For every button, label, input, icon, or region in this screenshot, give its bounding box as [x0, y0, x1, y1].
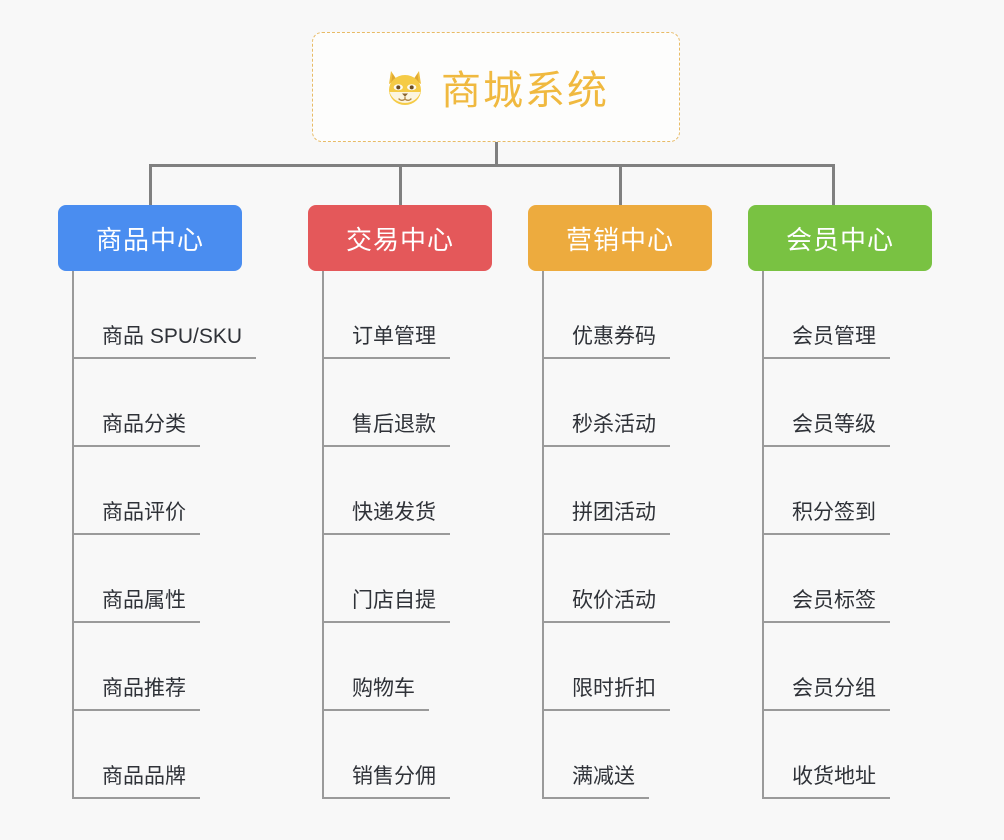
- list-item[interactable]: 满减送: [544, 711, 712, 799]
- leaf-label: 限时折扣: [544, 672, 670, 711]
- list-item[interactable]: 会员管理: [764, 271, 932, 359]
- category-header-product-center[interactable]: 商品中心: [58, 205, 242, 271]
- list-item[interactable]: 会员标签: [764, 535, 932, 623]
- leaf-label: 购物车: [324, 672, 429, 711]
- list-item[interactable]: 会员等级: [764, 359, 932, 447]
- list-item[interactable]: 会员分组: [764, 623, 932, 711]
- category-header-label: 营销中心: [565, 224, 674, 255]
- leaf-label: 售后退款: [324, 408, 450, 447]
- leaf-label: 优惠券码: [544, 320, 670, 359]
- branch-member-center: 会员中心 会员管理 会员等级 积分签到 会员标签 会员分组 收货地址: [748, 205, 932, 799]
- leaf-label: 商品品牌: [74, 760, 200, 799]
- leaf-label: 收货地址: [764, 760, 890, 799]
- leaf-label: 商品评价: [74, 496, 200, 535]
- list-item[interactable]: 收货地址: [764, 711, 932, 799]
- leaf-label: 商品推荐: [74, 672, 200, 711]
- list-item[interactable]: 门店自提: [324, 535, 492, 623]
- leaf-label: 会员标签: [764, 584, 890, 623]
- leaf-label: 快递发货: [324, 496, 450, 535]
- branch-trade-center: 交易中心 订单管理 售后退款 快递发货 门店自提 购物车 销售分佣: [308, 205, 492, 799]
- leaf-label: 会员分组: [764, 672, 890, 711]
- category-header-label: 交易中心: [345, 224, 454, 255]
- category-header-trade-center[interactable]: 交易中心: [308, 205, 492, 271]
- list-item[interactable]: 订单管理: [324, 271, 492, 359]
- list-item[interactable]: 销售分佣: [324, 711, 492, 799]
- leaf-label: 积分签到: [764, 496, 890, 535]
- list-item[interactable]: 限时折扣: [544, 623, 712, 711]
- connector-drop-4: [832, 164, 835, 206]
- list-item[interactable]: 商品分类: [74, 359, 242, 447]
- list-item[interactable]: 商品品牌: [74, 711, 242, 799]
- leaf-label: 会员管理: [764, 320, 890, 359]
- leaf-label: 商品分类: [74, 408, 200, 447]
- leaf-label: 门店自提: [324, 584, 450, 623]
- leaf-label: 拼团活动: [544, 496, 670, 535]
- category-header-member-center[interactable]: 会员中心: [748, 205, 932, 271]
- list-item[interactable]: 拼团活动: [544, 447, 712, 535]
- shiba-dog-emoji: [383, 65, 427, 109]
- connector-drop-2: [399, 164, 402, 206]
- list-item[interactable]: 砍价活动: [544, 535, 712, 623]
- leaf-label: 秒杀活动: [544, 408, 670, 447]
- list-item[interactable]: 商品评价: [74, 447, 242, 535]
- list-item[interactable]: 购物车: [324, 623, 492, 711]
- list-item[interactable]: 积分签到: [764, 447, 932, 535]
- branch-product-center: 商品中心 商品 SPU/SKU 商品分类 商品评价 商品属性 商品推荐 商品品牌: [58, 205, 257, 799]
- leaf-label: 会员等级: [764, 408, 890, 447]
- branch-trunk: 优惠券码 秒杀活动 拼团活动 砍价活动 限时折扣 满减送: [542, 271, 712, 799]
- connector-drop-3: [619, 164, 622, 206]
- branch-trunk: 会员管理 会员等级 积分签到 会员标签 会员分组 收货地址: [762, 271, 932, 799]
- list-item[interactable]: 商品属性: [74, 535, 242, 623]
- list-item[interactable]: 快递发货: [324, 447, 492, 535]
- branch-trunk: 商品 SPU/SKU 商品分类 商品评价 商品属性 商品推荐 商品品牌: [72, 271, 257, 799]
- root-node[interactable]: 商城系统: [312, 32, 680, 142]
- leaf-label: 商品属性: [74, 584, 200, 623]
- list-item[interactable]: 商品推荐: [74, 623, 242, 711]
- list-item[interactable]: 秒杀活动: [544, 359, 712, 447]
- branch-marketing-center: 营销中心 优惠券码 秒杀活动 拼团活动 砍价活动 限时折扣 满减送: [528, 205, 712, 799]
- category-header-marketing-center[interactable]: 营销中心: [528, 205, 712, 271]
- category-header-label: 会员中心: [785, 224, 894, 255]
- leaf-label: 订单管理: [324, 320, 450, 359]
- leaf-label: 满减送: [544, 760, 649, 799]
- category-header-label: 商品中心: [95, 224, 204, 255]
- list-item[interactable]: 优惠券码: [544, 271, 712, 359]
- connector-root-stem: [495, 142, 498, 166]
- leaf-label: 商品 SPU/SKU: [74, 320, 257, 359]
- list-item[interactable]: 商品 SPU/SKU: [74, 271, 257, 359]
- leaf-label: 砍价活动: [544, 584, 670, 623]
- leaf-label: 销售分佣: [324, 760, 450, 799]
- connector-drop-1: [149, 164, 152, 206]
- root-title: 商城系统: [441, 69, 609, 113]
- connector-horizontal-bus: [149, 164, 835, 167]
- list-item[interactable]: 售后退款: [324, 359, 492, 447]
- branch-trunk: 订单管理 售后退款 快递发货 门店自提 购物车 销售分佣: [322, 271, 492, 799]
